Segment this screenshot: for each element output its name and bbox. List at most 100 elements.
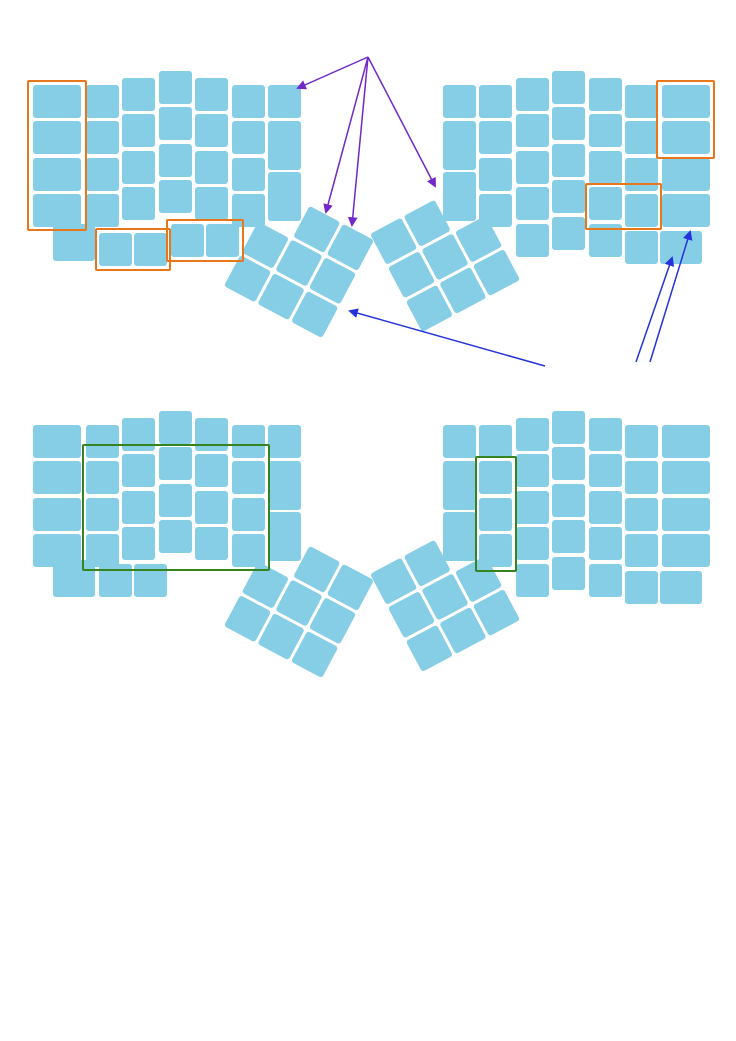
key-blank bbox=[660, 571, 702, 604]
key-0 bbox=[625, 85, 658, 118]
key-blank bbox=[516, 454, 549, 487]
highlight-brackets-right bbox=[656, 80, 715, 159]
highlight-exclaim-question bbox=[585, 183, 662, 230]
key-blank bbox=[472, 588, 521, 637]
key-blank bbox=[662, 498, 710, 531]
key-d bbox=[159, 144, 192, 177]
key-blank bbox=[625, 498, 658, 531]
key-todo-comment bbox=[479, 461, 512, 494]
key-l1 bbox=[660, 231, 702, 264]
key-blank bbox=[589, 491, 622, 524]
key-f11 bbox=[662, 425, 710, 458]
key-semicolon bbox=[443, 172, 476, 221]
key-f7 bbox=[516, 418, 549, 451]
key-blank bbox=[589, 454, 622, 487]
key-blank bbox=[552, 520, 585, 553]
key-t bbox=[232, 121, 265, 154]
key-blank bbox=[268, 425, 301, 458]
key-blank bbox=[443, 425, 476, 458]
key-s bbox=[122, 151, 155, 184]
key-blank bbox=[53, 560, 95, 597]
key-7 bbox=[516, 78, 549, 111]
key-redo bbox=[662, 158, 710, 191]
key-greater-than bbox=[134, 233, 167, 266]
key-f5 bbox=[232, 425, 265, 458]
key-y bbox=[479, 121, 512, 154]
key-quote bbox=[268, 85, 301, 118]
key-f bbox=[195, 151, 228, 184]
key-f9 bbox=[589, 418, 622, 451]
key-blank bbox=[552, 484, 585, 517]
key-paren-close bbox=[33, 121, 81, 154]
highlight-angle-keys bbox=[95, 228, 171, 271]
key-blank bbox=[552, 557, 585, 590]
key-k bbox=[552, 144, 585, 177]
key-2 bbox=[122, 78, 155, 111]
key-f1 bbox=[86, 425, 119, 458]
key-return bbox=[232, 461, 265, 494]
key-apostrophe bbox=[552, 180, 585, 213]
key-asterisk bbox=[625, 231, 658, 264]
key-blank bbox=[662, 534, 710, 567]
annotation-arrow bbox=[367, 56, 436, 188]
key-paste bbox=[290, 290, 339, 339]
key-i bbox=[552, 107, 585, 140]
key-4 bbox=[195, 78, 228, 111]
key-equals bbox=[516, 224, 549, 257]
key-g bbox=[232, 158, 265, 191]
highlight-brackets-left bbox=[27, 80, 87, 231]
key-q bbox=[86, 121, 119, 154]
key-public bbox=[86, 461, 119, 494]
key-8 bbox=[552, 71, 585, 104]
key-z bbox=[86, 194, 119, 227]
key-less-than bbox=[99, 233, 132, 266]
annotation-arrow bbox=[296, 56, 369, 90]
key-private bbox=[86, 498, 119, 531]
key-f10 bbox=[625, 425, 658, 458]
key-exclamation bbox=[589, 187, 622, 220]
key-blank bbox=[443, 512, 476, 561]
key-r bbox=[195, 114, 228, 147]
key-float bbox=[195, 491, 228, 524]
key-blank bbox=[625, 571, 658, 604]
key-p bbox=[625, 121, 658, 154]
key-blank bbox=[33, 461, 81, 494]
key-static bbox=[122, 454, 155, 487]
key-l bbox=[589, 151, 622, 184]
key-u bbox=[516, 114, 549, 147]
key-del bbox=[443, 121, 476, 170]
key-plus bbox=[552, 217, 585, 250]
key-a bbox=[86, 158, 119, 191]
key-int bbox=[195, 454, 228, 487]
key-6 bbox=[479, 85, 512, 118]
key-f3 bbox=[159, 411, 192, 444]
key-v bbox=[195, 187, 228, 220]
key-h bbox=[479, 158, 512, 191]
key-blank bbox=[589, 564, 622, 597]
key-blank bbox=[443, 461, 476, 510]
key-x bbox=[122, 187, 155, 220]
key-blank bbox=[516, 527, 549, 560]
key-w bbox=[122, 114, 155, 147]
key-blank bbox=[122, 527, 155, 560]
key-o bbox=[589, 114, 622, 147]
key-blank bbox=[552, 447, 585, 480]
key-bool bbox=[195, 527, 228, 560]
key-pipe bbox=[171, 224, 204, 257]
key-brace-close bbox=[33, 194, 81, 227]
key-blank bbox=[268, 461, 301, 510]
key-underscore bbox=[625, 158, 658, 191]
key-break bbox=[232, 534, 265, 567]
key-ampersand bbox=[206, 224, 239, 257]
highlight-pipe-ampersand bbox=[166, 219, 244, 262]
key-blank bbox=[33, 498, 81, 531]
annotation-arrow bbox=[347, 56, 369, 227]
key-f12 bbox=[662, 461, 710, 494]
key-shift bbox=[472, 248, 521, 297]
key-paren-open bbox=[33, 85, 81, 118]
key-f6 bbox=[479, 425, 512, 458]
key-question bbox=[625, 194, 658, 227]
key-f8 bbox=[552, 411, 585, 444]
key-const bbox=[122, 491, 155, 524]
